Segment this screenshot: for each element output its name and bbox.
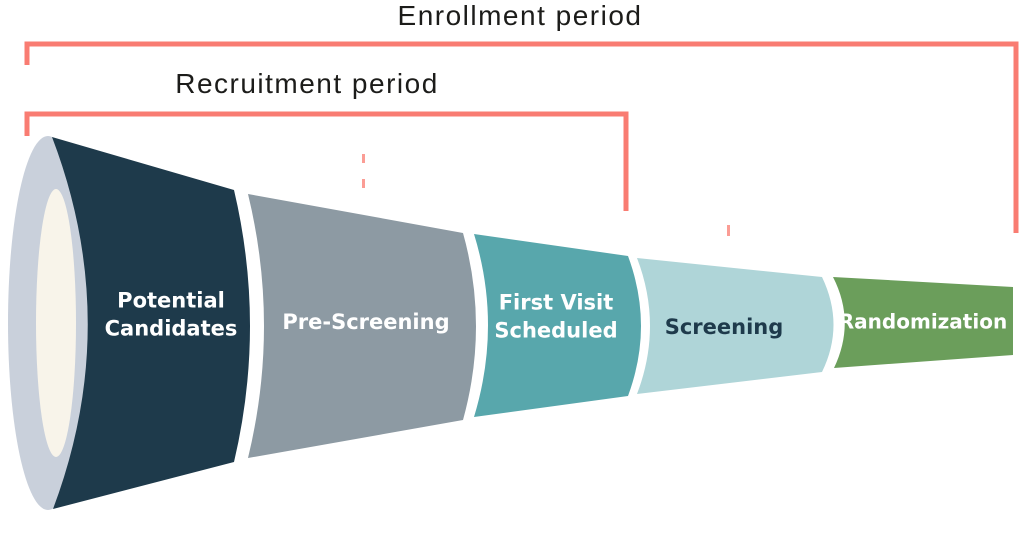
- dashed-line-fragment: [362, 154, 365, 163]
- recruitment-bracket: [24, 111, 629, 211]
- stage-label-screening: Screening: [664, 314, 784, 339]
- funnel-mouth-opening: [36, 189, 76, 457]
- funnel-stage-randomization: [833, 277, 1013, 368]
- stage-label-randomization: Randomization: [838, 309, 1008, 334]
- funnel-stage-pre-screening: [248, 194, 476, 458]
- funnel-stage-first-visit: [474, 234, 641, 417]
- recruitment-period-title: Recruitment period: [175, 68, 439, 99]
- funnel-stage-potential-candidates: [52, 137, 250, 509]
- enrollment-bracket: [24, 41, 1019, 233]
- stage-label-first-visit-scheduled: First Visit Scheduled: [494, 290, 618, 343]
- stage-label-potential-candidates: Potential Candidates: [104, 288, 238, 341]
- dashed-line-fragment: [362, 179, 365, 188]
- enrollment-period-title: Enrollment period: [397, 0, 643, 31]
- dashed-line-fragment: [727, 225, 730, 236]
- stage-label-pre-screening: Pre-Screening: [282, 309, 450, 334]
- funnel-stage-screening: [637, 258, 834, 394]
